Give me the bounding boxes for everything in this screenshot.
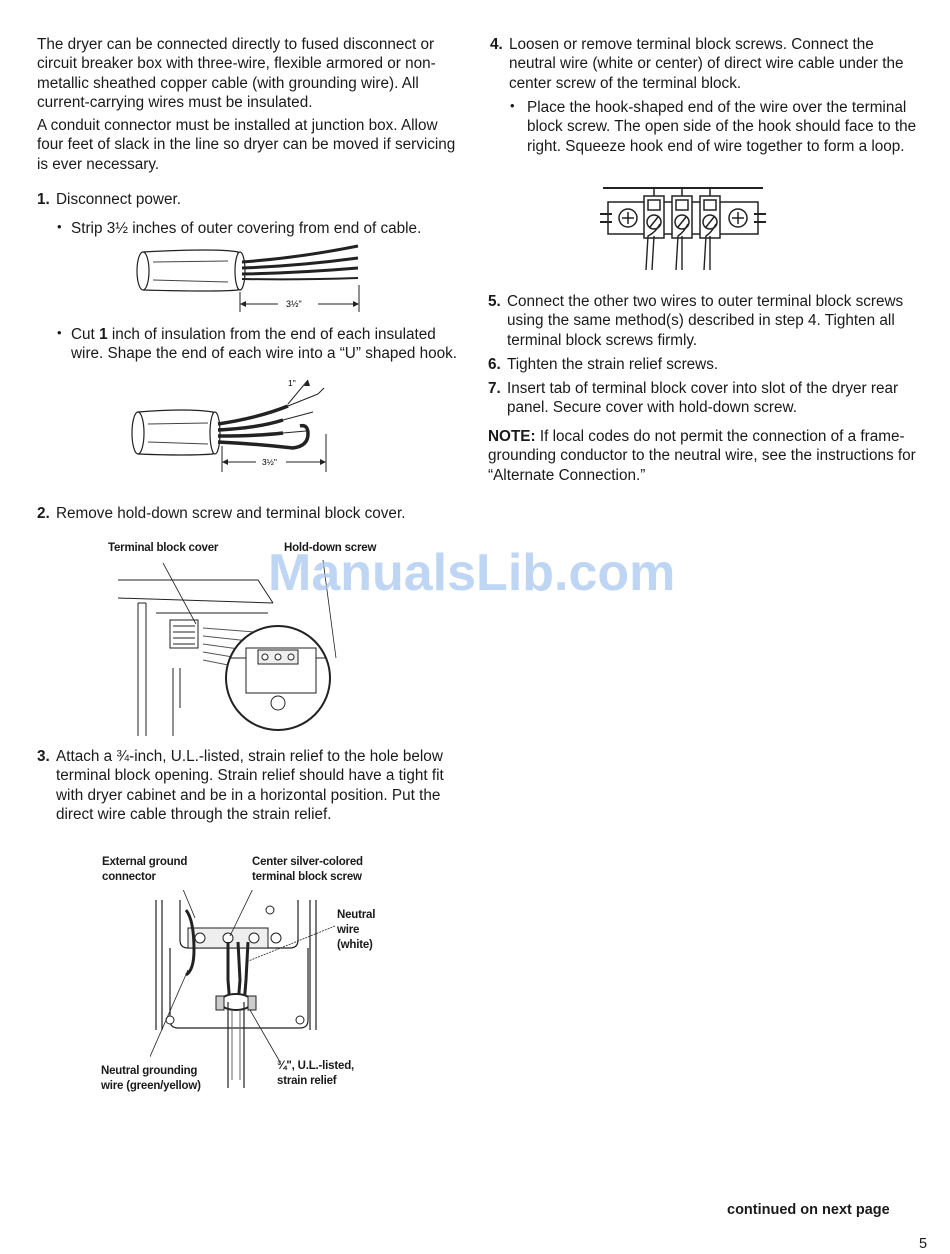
terminal-block-strain-relief-diagram — [150, 890, 336, 1088]
stripped-cable-diagram: 3½" — [136, 244, 360, 312]
step-number: 5. — [488, 293, 501, 310]
step-bullet: Place the hook-shaped end of the wire ov… — [527, 99, 917, 155]
step-text: Tighten the strain relief screws. — [507, 356, 719, 373]
dimension-label: 3½" — [286, 299, 302, 309]
external-ground-connector-label: External ground connector — [102, 856, 188, 883]
step-number: 2. — [37, 505, 50, 522]
step-number: 7. — [488, 380, 501, 397]
continued-text: continued on next page — [727, 1202, 890, 1218]
neutral-grounding-wire-label: Neutral grounding wire (green/yellow) — [101, 1065, 201, 1092]
strain-relief-label: ¾", U.L.-listed, strain relief — [277, 1060, 355, 1087]
step-number: 4. — [490, 36, 503, 53]
dimension-label-3-5: 3½" — [262, 457, 277, 467]
bullet-icon: • — [57, 219, 62, 234]
hold-down-screw-label: Hold-down screw — [284, 542, 377, 554]
page-number: 5 — [919, 1236, 928, 1252]
intro-paragraph-2: A conduit connector must be installed at… — [37, 117, 456, 173]
dryer-rear-panel-diagram — [118, 559, 337, 736]
hooked-wires-diagram: 3½" 1" — [131, 378, 327, 472]
intro-paragraph-1: The dryer can be connected directly to f… — [37, 36, 436, 112]
note-paragraph: NOTE: If local codes do not permit the c… — [488, 427, 918, 485]
step-text: Loosen or remove terminal block screws. … — [509, 36, 904, 92]
step-text: Insert tab of terminal block cover into … — [507, 380, 899, 417]
watermark: ManualsLib.com — [268, 544, 676, 602]
note-label: NOTE: — [488, 428, 536, 445]
bullet-icon: • — [510, 98, 515, 113]
bullet-icon: • — [57, 325, 62, 340]
step-number: 1. — [37, 191, 50, 208]
center-screw-label: Center silver-colored terminal block scr… — [252, 856, 363, 883]
step-bullet: Cut 1 inch of insulation from the end of… — [71, 326, 458, 363]
note-text: If local codes do not permit the connect… — [488, 428, 916, 484]
step-text: Remove hold-down screw and terminal bloc… — [56, 505, 406, 522]
step-text: Disconnect power. — [56, 191, 181, 208]
dimension-label-1: 1" — [288, 378, 296, 388]
step-text: Connect the other two wires to outer ter… — [507, 293, 904, 349]
step-number: 6. — [488, 356, 501, 373]
step-number: 3. — [37, 748, 50, 765]
neutral-wire-label: Neutral wire (white) — [337, 909, 376, 951]
step-bullet: Strip 3½ inches of outer covering from e… — [71, 220, 422, 237]
terminal-block-cover-label: Terminal block cover — [108, 542, 219, 554]
terminal-block-wiring-diagram — [600, 187, 766, 271]
step-text: Attach a ¾-inch, U.L.-listed, strain rel… — [56, 748, 444, 824]
